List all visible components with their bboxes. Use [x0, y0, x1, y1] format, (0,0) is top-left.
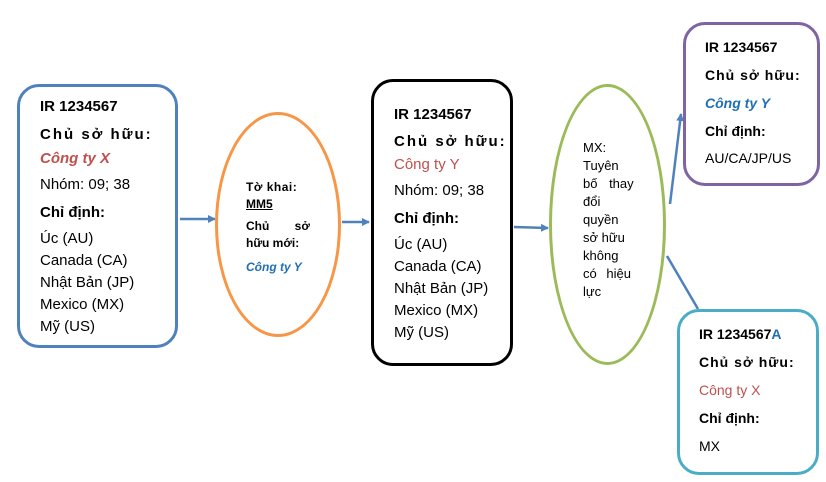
owner-label: Chủ sở hữu:	[705, 67, 801, 83]
designation-item: Nhật Bản (JP)	[40, 274, 135, 291]
record-number: IR 1234567	[705, 39, 778, 55]
designations-label: Chỉ định:	[705, 123, 766, 139]
record-box-2: IR 1234567 Chủ sở hữu: Công ty Y Nhóm: 0…	[371, 79, 513, 366]
designation-item: Úc (AU)	[394, 236, 448, 253]
classes: Nhóm: 09; 38	[394, 182, 485, 199]
owner-name: Công ty X	[699, 382, 761, 398]
owner-label: Chủ sở hữu:	[40, 126, 153, 143]
mx-declaration-ellipse: MX: Tuyên bố thay đổi quyền sở hữu không…	[549, 84, 666, 365]
record-number-suffix: A	[771, 326, 782, 342]
owner-label: Chủ sở hữu:	[699, 354, 795, 370]
line-mx-to-record4	[665, 255, 700, 310]
arrow-mx-to-record3	[668, 113, 685, 205]
record-number-base: IR 1234567	[699, 326, 772, 342]
designation-item: Úc (AU)	[40, 230, 94, 247]
designation-item: Mỹ (US)	[40, 318, 95, 335]
declaration-line: quyền	[583, 212, 619, 227]
owner-label: Chủ sở hữu:	[394, 133, 507, 150]
declaration-line: có hiệu	[583, 266, 631, 281]
designations: MX	[699, 438, 720, 454]
declaration-line: sở hữu	[583, 230, 625, 245]
owner-name: Công ty Y	[705, 95, 771, 111]
record-box-4: IR 1234567A Chủ sở hữu: Công ty X Chỉ đị…	[677, 309, 819, 475]
designation-item: Canada (CA)	[394, 258, 482, 275]
designations-label: Chỉ định:	[40, 204, 105, 221]
owner-name: Công ty X	[40, 150, 110, 167]
designation-item: Mexico (MX)	[394, 302, 479, 319]
new-owner-label: hữu mới:	[246, 236, 300, 250]
form-change-ellipse: Tờ khai: MM5 Chủ sở hữu mới: Công ty Y	[215, 112, 341, 337]
arrow-record2-to-mx	[513, 223, 549, 232]
form-code: MM5	[246, 197, 273, 211]
declaration-line: đổi	[583, 194, 601, 209]
classes: Nhóm: 09; 38	[40, 176, 131, 193]
declaration-line: không	[583, 248, 619, 263]
designations-label: Chỉ định:	[394, 210, 459, 227]
record-number: IR 1234567	[394, 106, 472, 123]
record-box-3: IR 1234567 Chủ sở hữu: Công ty Y Chỉ địn…	[683, 22, 820, 186]
declaration-line: bố thay	[583, 176, 634, 191]
new-owner-label: Chủ sở	[246, 219, 310, 233]
record-box-1: IR 1234567 Chủ sở hữu: Công ty X Nhóm: 0…	[17, 84, 178, 348]
designation-item: Nhật Bản (JP)	[394, 280, 489, 297]
record-number: IR 1234567	[40, 98, 118, 115]
designations: AU/CA/JP/US	[705, 150, 792, 166]
designation-item: Canada (CA)	[40, 252, 128, 269]
new-owner-name: Công ty Y	[246, 260, 302, 274]
declaration-line: Tuyên	[583, 158, 619, 173]
owner-name: Công ty Y	[394, 156, 460, 173]
record-number: IR 1234567A	[699, 326, 782, 342]
designation-item: Mexico (MX)	[40, 296, 125, 313]
designation-item: Mỹ (US)	[394, 324, 449, 341]
designations-label: Chỉ định:	[699, 410, 760, 426]
declaration-line: lực	[583, 284, 602, 299]
declaration-line: MX:	[583, 140, 607, 155]
form-label: Tờ khai:	[246, 180, 298, 194]
